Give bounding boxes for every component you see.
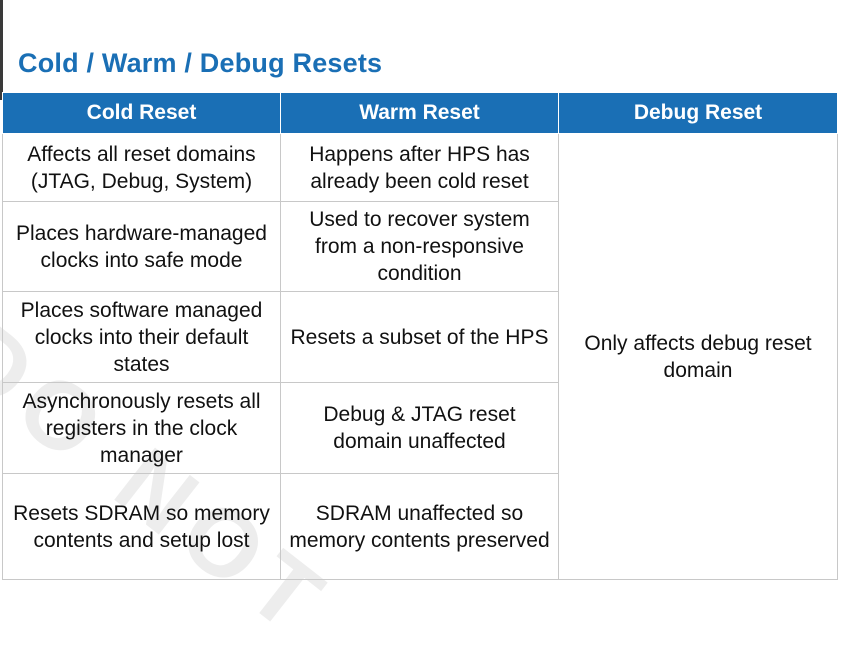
table-header-row: Cold Reset Warm Reset Debug Reset — [2, 92, 838, 134]
cold-reset-text: Places hardware-managed clocks into safe… — [16, 221, 267, 272]
warm-reset-cell: Happens after HPS has already been cold … — [280, 133, 559, 202]
warm-reset-cell: Debug & JTAG reset domain unaffected — [280, 382, 559, 474]
header-cold-reset: Cold Reset — [2, 92, 281, 134]
warm-reset-cell: SDRAM unaffected so memory contents pres… — [280, 473, 559, 580]
table-row: Affects all reset domains (JTAG, Debug, … — [2, 133, 838, 580]
warm-reset-text: Used to recover system from a non-respon… — [309, 208, 530, 285]
cold-reset-text: Affects all reset domains (JTAG, Debug, … — [27, 142, 256, 193]
table-row: Places hardware-managed clocks into safe… — [2, 201, 838, 292]
cold-reset-cell: Places software managed clocks into thei… — [2, 291, 281, 383]
left-accent-bar — [0, 0, 3, 100]
cold-reset-cell: Places hardware-managed clocks into safe… — [2, 201, 281, 292]
warm-reset-cell: Resets a subset of the HPS — [280, 291, 559, 383]
table-row: Places software managed clocks into thei… — [2, 291, 838, 383]
table-row: Resets SDRAM so memory contents and setu… — [2, 473, 838, 580]
warm-reset-text: Debug & JTAG reset domain unaffected — [323, 403, 516, 453]
cold-reset-cell: Asynchronously resets all registers in t… — [2, 382, 281, 474]
cold-reset-cell: Resets SDRAM so memory contents and setu… — [2, 473, 281, 580]
page-title: Cold / Warm / Debug Resets — [18, 48, 383, 79]
cold-reset-text: Places software managed clocks into thei… — [20, 298, 263, 376]
table-row: Asynchronously resets all registers in t… — [2, 382, 838, 474]
debug-reset-cell: Only affects debug reset domain — [558, 133, 838, 580]
warm-reset-text: SDRAM unaffected so memory contents pres… — [289, 501, 550, 552]
cold-reset-cell: Affects all reset domains (JTAG, Debug, … — [2, 133, 281, 202]
header-debug-reset: Debug Reset — [558, 92, 838, 134]
cold-reset-text: Asynchronously resets all registers in t… — [22, 389, 261, 467]
warm-reset-text: Resets a subset of the HPS — [290, 325, 549, 349]
cold-reset-text: Resets SDRAM so memory contents and setu… — [13, 501, 270, 552]
warm-reset-cell: Used to recover system from a non-respon… — [280, 201, 559, 292]
header-warm-reset: Warm Reset — [280, 92, 559, 134]
reset-comparison-table: Cold Reset Warm Reset Debug Reset Affect… — [2, 92, 838, 580]
warm-reset-text: Happens after HPS has already been cold … — [309, 142, 530, 193]
debug-reset-text: Only affects debug reset domain — [584, 331, 812, 382]
